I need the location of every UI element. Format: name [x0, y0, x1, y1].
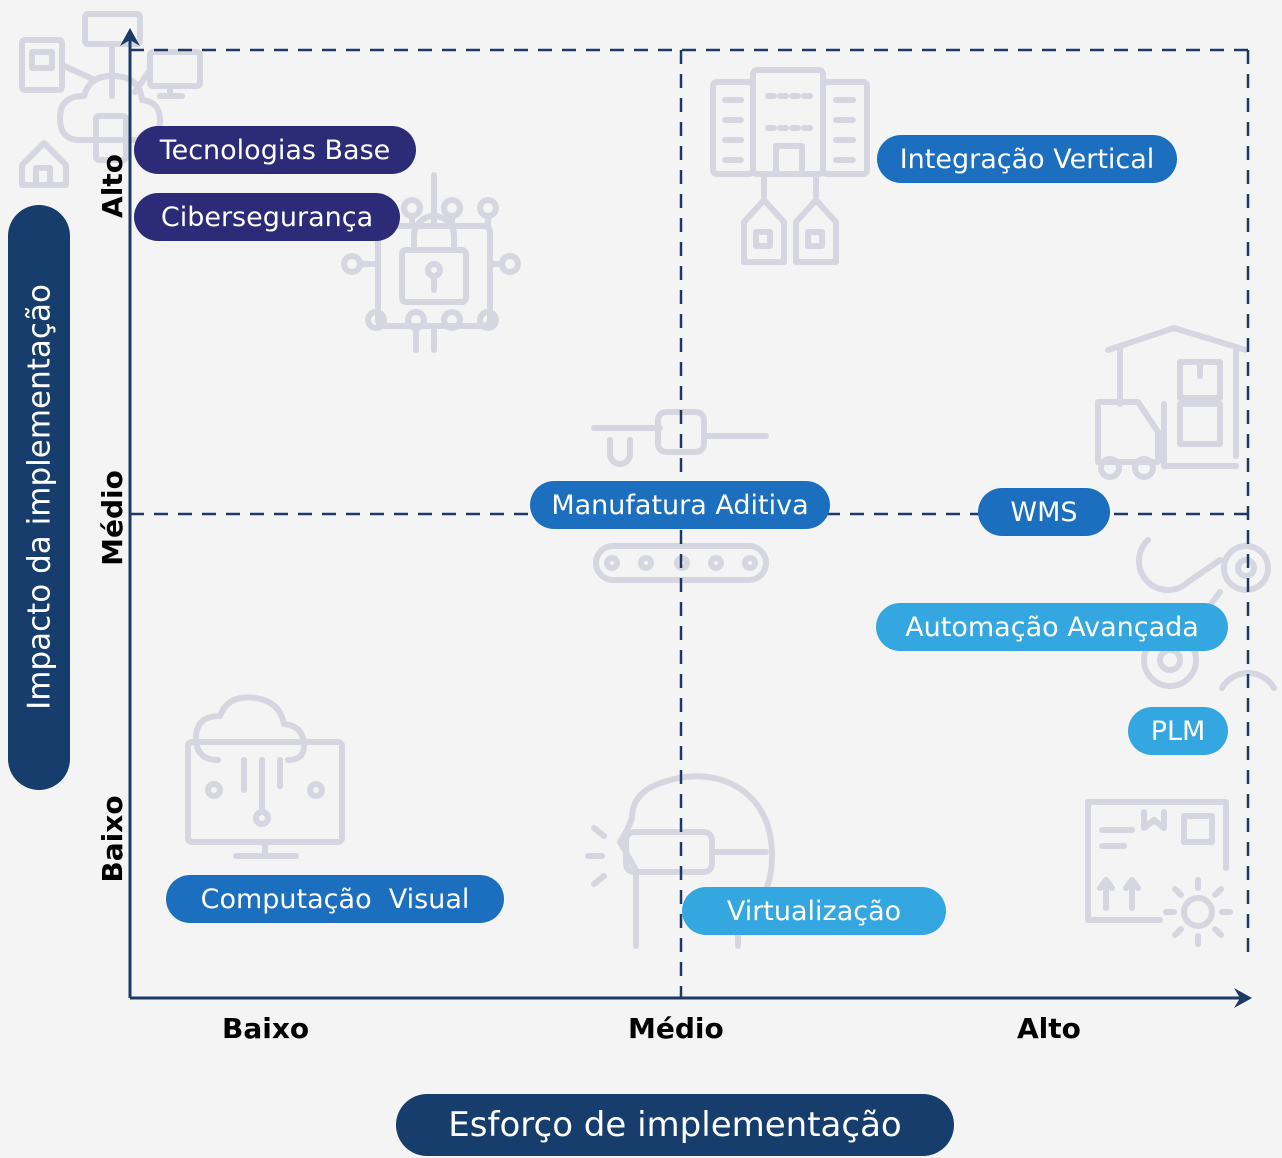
tech-pill-virtualizacao: Virtualização: [682, 887, 946, 935]
cyber-lock-circuit-icon: [341, 172, 521, 353]
y-axis-title: Impacto da implementação: [21, 284, 58, 710]
y-axis-arrow-icon: [120, 28, 140, 46]
x-tick-baixo: Baixo: [222, 1012, 310, 1045]
warehouse-forklift-icon: [1095, 325, 1249, 480]
x-axis-arrow-icon: [1234, 988, 1252, 1008]
tech-pill-manufatura-aditiva: Manufatura Aditiva: [530, 481, 830, 529]
y-axis-title-box: [8, 205, 70, 790]
tech-pill-plm: PLM: [1128, 707, 1228, 755]
vr-headset-head-icon: [585, 773, 775, 949]
product-box-gear-icon: [1085, 799, 1233, 947]
tech-pill-wms: WMS: [978, 488, 1110, 536]
tech-pill-tecnologias-base: Tecnologias Base: [134, 126, 416, 174]
smart-home-network-icon: [19, 11, 203, 188]
y-tick-baixo: Baixo: [96, 795, 129, 883]
y-tick-alto: Alto: [96, 154, 129, 218]
factory-buildings-icon: [710, 67, 870, 265]
y-tick-medio: Médio: [96, 470, 129, 566]
tech-pill-automacao-avancada: Automação Avançada: [876, 603, 1228, 651]
x-tick-medio: Médio: [628, 1012, 724, 1045]
cloud-computer-icon: [185, 694, 345, 859]
tech-pill-computacao-visual: Computação Visual: [166, 875, 504, 923]
x-axis-title: Esforço de implementação: [396, 1094, 954, 1156]
tech-pill-integracao-vertical: Integração Vertical: [877, 135, 1177, 183]
x-tick-alto: Alto: [1017, 1012, 1081, 1045]
tech-pill-ciberseguranca: Cibersegurança: [134, 193, 400, 241]
